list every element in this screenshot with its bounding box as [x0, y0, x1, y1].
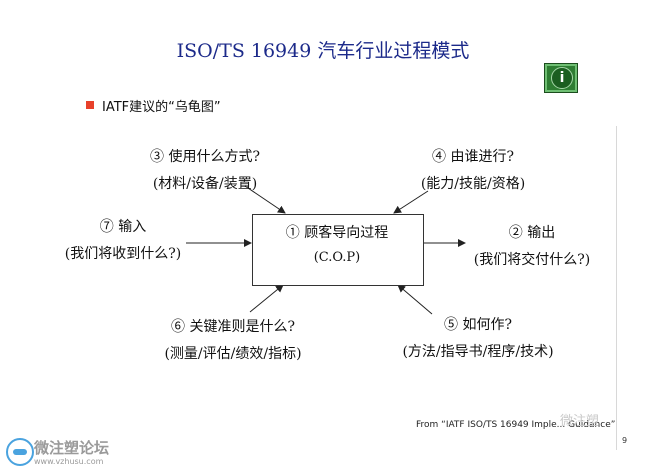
right-divider: [616, 126, 617, 450]
watermark-logo-icon: [6, 438, 34, 466]
node-input: ⑦ 输入 (我们将收到什么?): [48, 214, 198, 268]
node-who: ④ 由谁进行? (能力/技能/资格): [398, 144, 548, 198]
subtitle: IATF建议的“乌龟图”: [102, 100, 221, 115]
bullet-square-icon: [86, 101, 94, 109]
watermark-url: www.vzhusu.com: [34, 457, 104, 466]
info-icon[interactable]: i: [544, 63, 578, 93]
node-criteria-label: ⑥ 关键准则是什么?: [171, 319, 295, 335]
slide-title: ISO/TS 16949 汽车行业过程模式: [176, 40, 470, 62]
arrow-how-do: [397, 284, 433, 315]
process-code: (C.O.P): [313, 250, 361, 265]
watermark-right: 微注塑: [560, 414, 600, 429]
node-how-method-detail: (材料/设备/装置): [152, 176, 258, 192]
node-input-detail: (我们将收到什么?): [64, 246, 182, 262]
arrow-who: [393, 190, 429, 214]
info-glyph: i: [551, 67, 573, 89]
node-output: ② 输出 (我们将交付什么?): [452, 220, 612, 274]
node-how-do-label: ⑤ 如何作?: [444, 317, 512, 333]
arrow-criteria: [249, 284, 284, 313]
node-output-detail: (我们将交付什么?): [473, 252, 591, 268]
node-input-label: ⑦ 输入: [99, 219, 147, 235]
node-who-label: ④ 由谁进行?: [432, 149, 514, 165]
watermark-name: 微注塑论坛: [34, 439, 110, 457]
node-how-method-label: ③ 使用什么方式?: [150, 149, 260, 165]
node-criteria-detail: (测量/评估/绩效/指标): [164, 346, 302, 362]
node-how-do-detail: (方法/指导书/程序/技术): [402, 344, 554, 360]
page-number: 9: [622, 436, 628, 445]
node-who-detail: (能力/技能/资格): [420, 176, 526, 192]
node-output-label: ② 输出: [508, 225, 556, 241]
process-title: ① 顾客导向过程: [285, 225, 389, 241]
source-footnote: From “IATF ISO/TS 16949 Imple... Guidanc…: [416, 420, 616, 430]
process-box: [252, 214, 424, 286]
arrow-how-method: [244, 185, 286, 214]
node-how-method: ③ 使用什么方式? (材料/设备/装置): [130, 144, 280, 198]
node-criteria: ⑥ 关键准则是什么? (测量/评估/绩效/指标): [148, 314, 318, 368]
node-how-do: ⑤ 如何作? (方法/指导书/程序/技术): [388, 312, 568, 366]
